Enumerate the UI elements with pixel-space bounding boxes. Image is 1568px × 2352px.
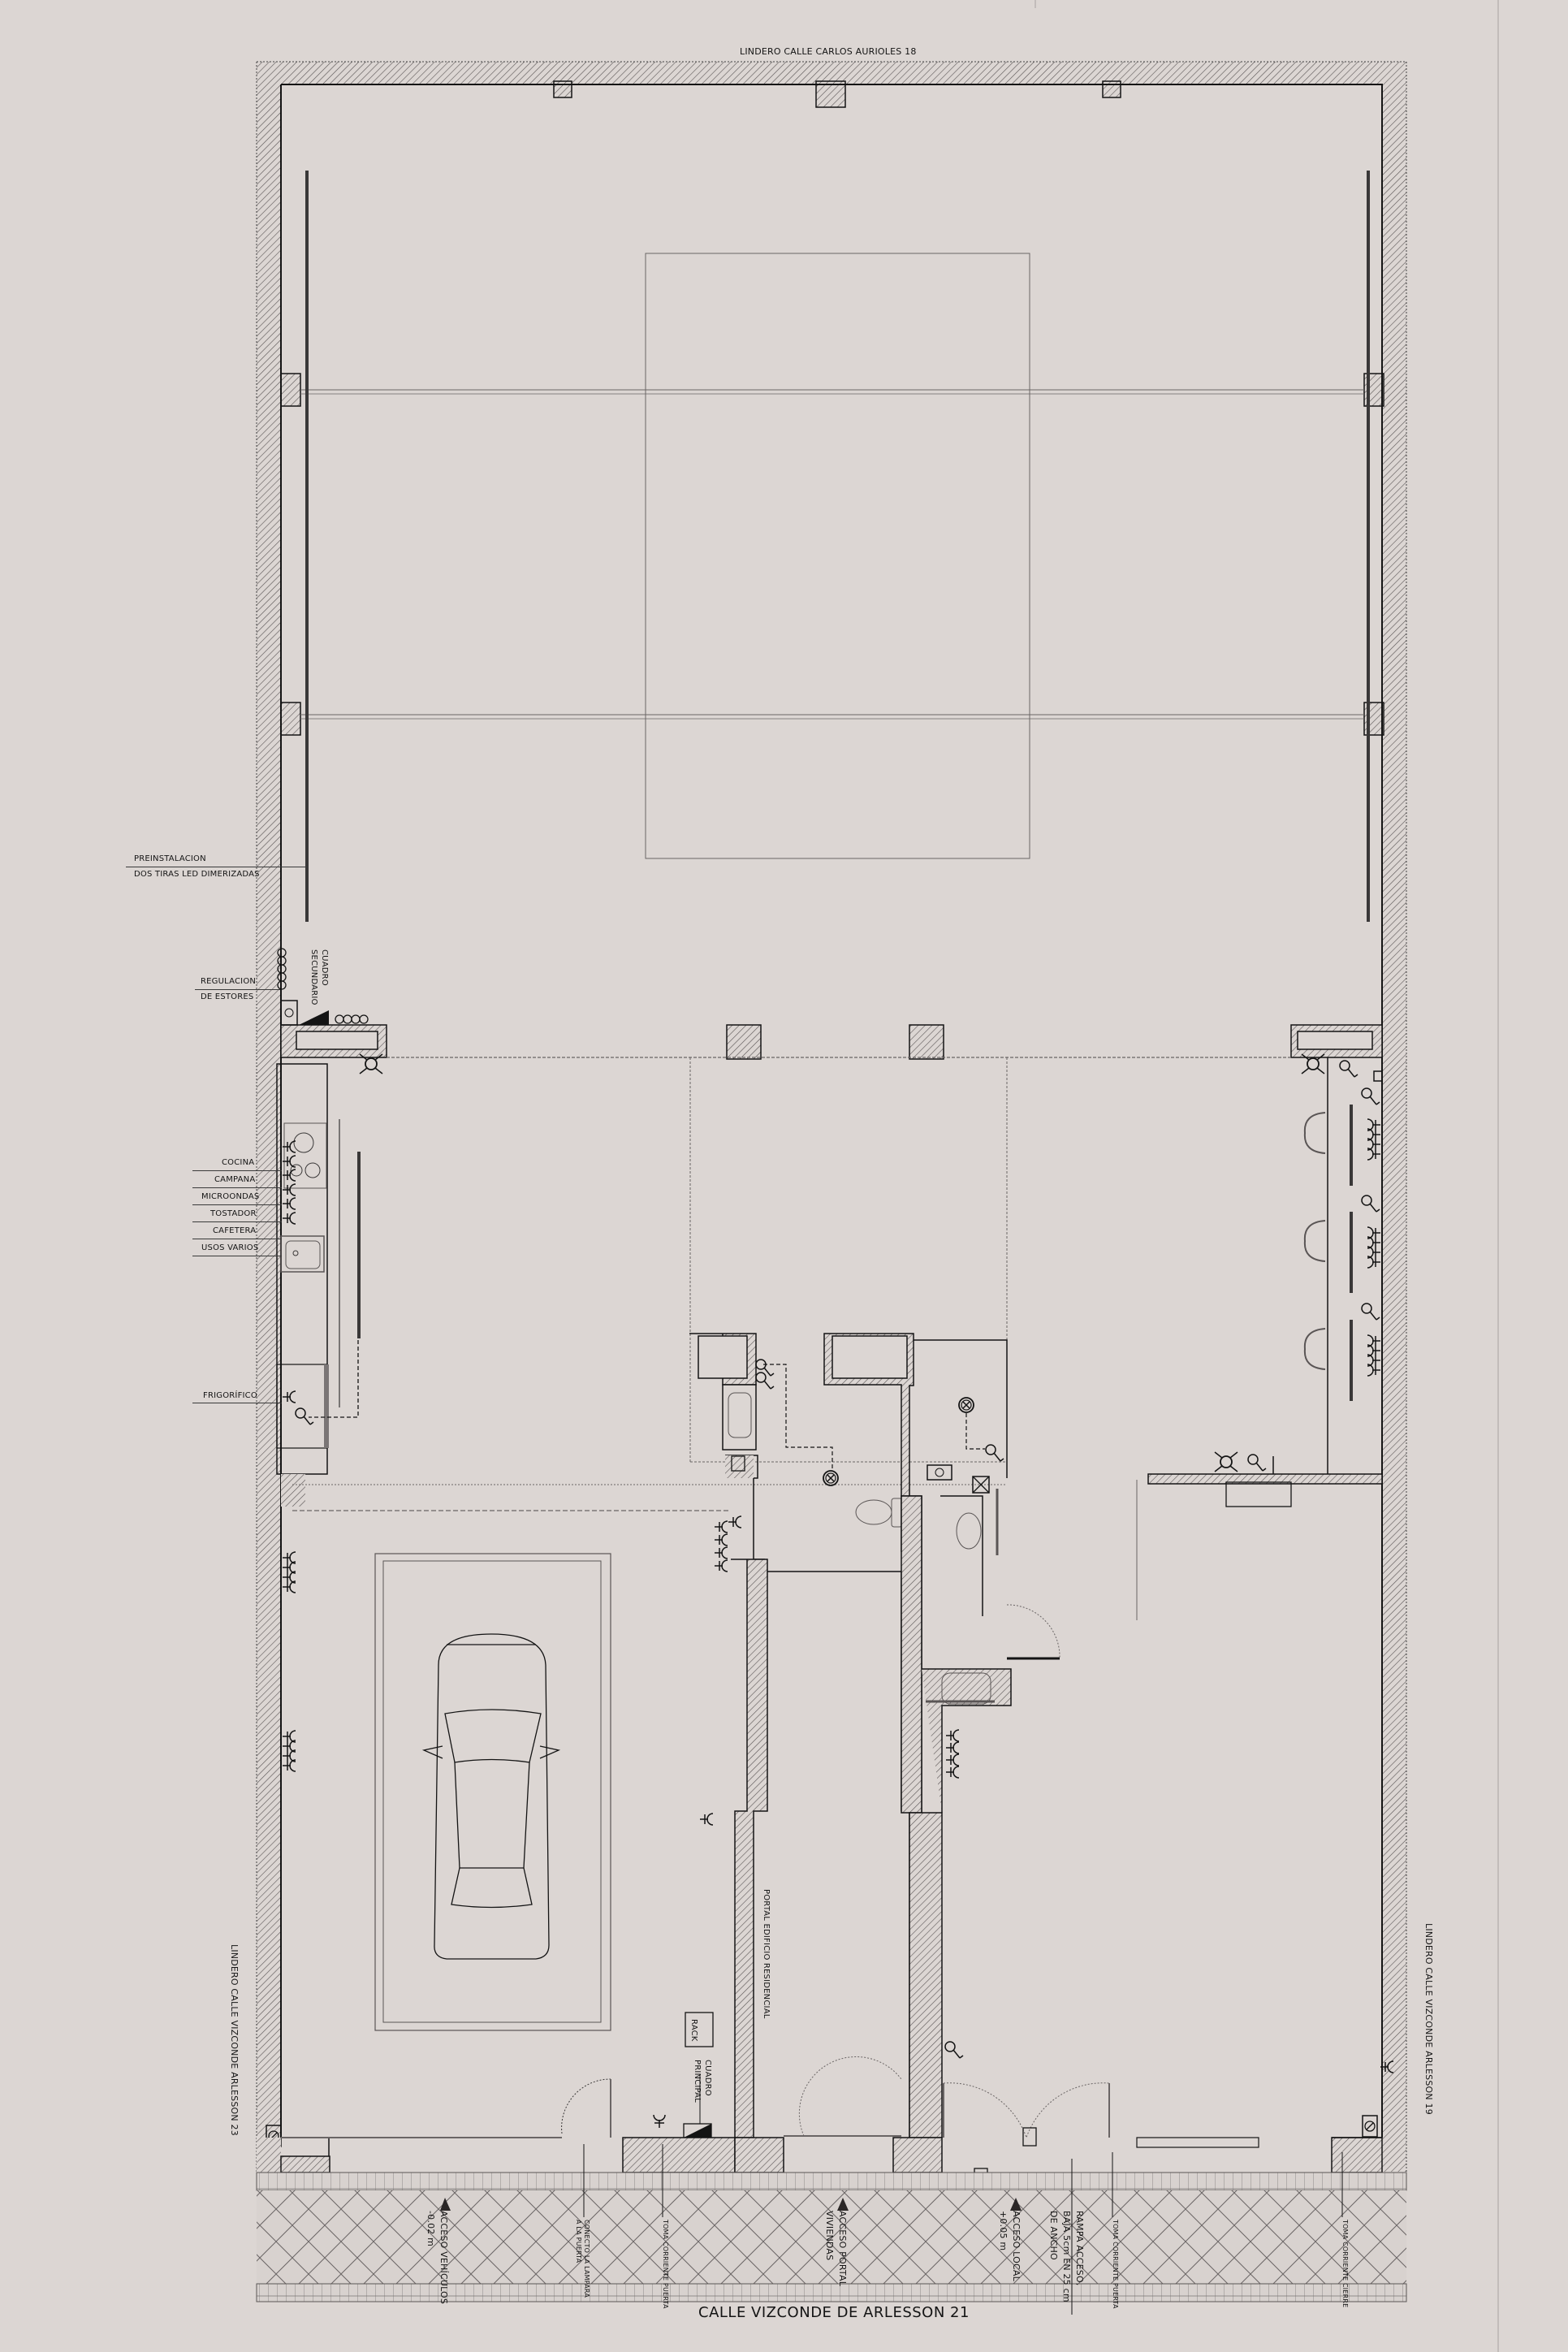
lampara-label-2: A LA PUERTA [575, 2220, 582, 2263]
street-name-label: CALLE VIZCONDE DE ARLESSON 21 [698, 2304, 970, 2321]
toilet-icon [855, 1499, 892, 1525]
facade [257, 2041, 1394, 2182]
toilet-icon [956, 1512, 982, 1550]
outlet-leader [192, 1187, 282, 1188]
outlet-label-cocina: COCINA [222, 1158, 255, 1167]
sidewalk [256, 2144, 1407, 2315]
estores-leader [195, 989, 280, 990]
rack [685, 2012, 714, 2047]
outlet-leader [192, 1221, 282, 1222]
acceso-portal-label-1: ACCESO PORTAL [837, 2211, 848, 2287]
upper-hall [300, 171, 1370, 922]
access-marker-portal [837, 2198, 849, 2211]
cuadro-principal-label-1: CUADRO [703, 2060, 712, 2096]
outlet-label-campana: CAMPANA [214, 1175, 256, 1184]
access-marker-local [1010, 2198, 1022, 2211]
led-label-line2: DOS TIRAS LED DIMERIZADAS [134, 870, 260, 879]
door-swing-icon [1006, 1604, 1060, 1659]
rack-label: RACK [689, 2019, 698, 2042]
portal-residencial-label: PORTAL EDIFICIO RESIDENCIAL [762, 1889, 771, 2019]
toma-puerta-label-1: TOMA CORRIENTE PUERTA [662, 2220, 669, 2309]
door-swing-icon [943, 2082, 1110, 2139]
outlet-leader [192, 1204, 282, 1205]
cuadro-secundario-label-1: CUADRO [320, 949, 329, 986]
estores-switches [277, 948, 369, 1024]
car-icon [421, 1633, 561, 1960]
outlet-label-microondas: MICROONDAS [201, 1192, 260, 1201]
mid-wall [280, 1024, 1383, 1463]
boundary-left-label: LINDERO CALLE VIZCONDE ARLESSON 23 [229, 1944, 240, 2136]
outer-walls [256, 61, 1407, 2172]
outlet-label-tostador: TOSTADOR [210, 1209, 257, 1218]
led-strip-right [1367, 171, 1370, 922]
toma-cierre-label: TOMA CORRIENTE CIERRE [1341, 2220, 1349, 2308]
portal-corridor [699, 1495, 1060, 2138]
sink-icon [728, 1392, 752, 1438]
lampara-label-1: CONECTO LA LAMPARA [583, 2220, 590, 2298]
office [1136, 1053, 1383, 1620]
cuadro-principal-label-2: PRINCIPAL [693, 2060, 702, 2103]
led-strip-left [305, 171, 309, 922]
acceso-vehiculos-label-2: -0.02 m [425, 2211, 436, 2247]
outlet-label-cafetera: CAFETERA [213, 1226, 257, 1235]
outlet-label-usos-varios: USOS VARIOS [201, 1243, 259, 1252]
boundary-top-label: LINDERO CALLE CARLOS AURIOLES 18 [740, 46, 917, 57]
garage [266, 1551, 714, 2147]
estores-label-line1: REGULACION [201, 977, 257, 986]
chair-icon [1303, 1112, 1326, 1154]
cuadro-secundario [277, 948, 369, 1026]
rampa-label-1: RAMPA ACCESO, [1074, 2211, 1085, 2286]
lower-divider [281, 1474, 1007, 1511]
door-swing-icon [798, 2056, 902, 2137]
acceso-vehiculos-label-1: ACCESO VEHÍCULOS [438, 2211, 449, 2305]
outlet-leader [192, 1170, 282, 1171]
access-marker-vehiculos [440, 2198, 451, 2211]
led-label-line1: PREINSTALACION [134, 854, 206, 863]
acceso-portal-label-2: VIVIENDAS [824, 2211, 835, 2261]
kitchen [276, 1053, 383, 1475]
chair-icon [1303, 1220, 1326, 1262]
fridge [276, 1364, 328, 1449]
toma-puerta-label-2: TOMA CORRIENTE PUERTA [1112, 2220, 1119, 2309]
rampa-label-2: BAJA 5cm EN 25 cm [1061, 2211, 1072, 2302]
chair-icon [1303, 1328, 1326, 1370]
restrooms [689, 1333, 1008, 1616]
fridge-label: FRIGORÍFICO [203, 1391, 257, 1400]
cuadro-secundario-label-2: SECUNDARIO [309, 949, 318, 1005]
sink-icon [280, 1235, 325, 1273]
estores-label-line2: DE ESTORES [201, 992, 254, 1001]
acceso-local-label-1: ACCESO LOCAL [1011, 2211, 1022, 2281]
boundary-right-label: LINDERO CALLE VIZCONDE ARLESSON 19 [1423, 1923, 1434, 2115]
rampa-label-3: DE ANCHO [1048, 2211, 1059, 2260]
acceso-local-label-2: +0.05 m [998, 2211, 1009, 2251]
sink-icon [941, 1672, 991, 1705]
door-swing-icon [561, 2078, 611, 2134]
